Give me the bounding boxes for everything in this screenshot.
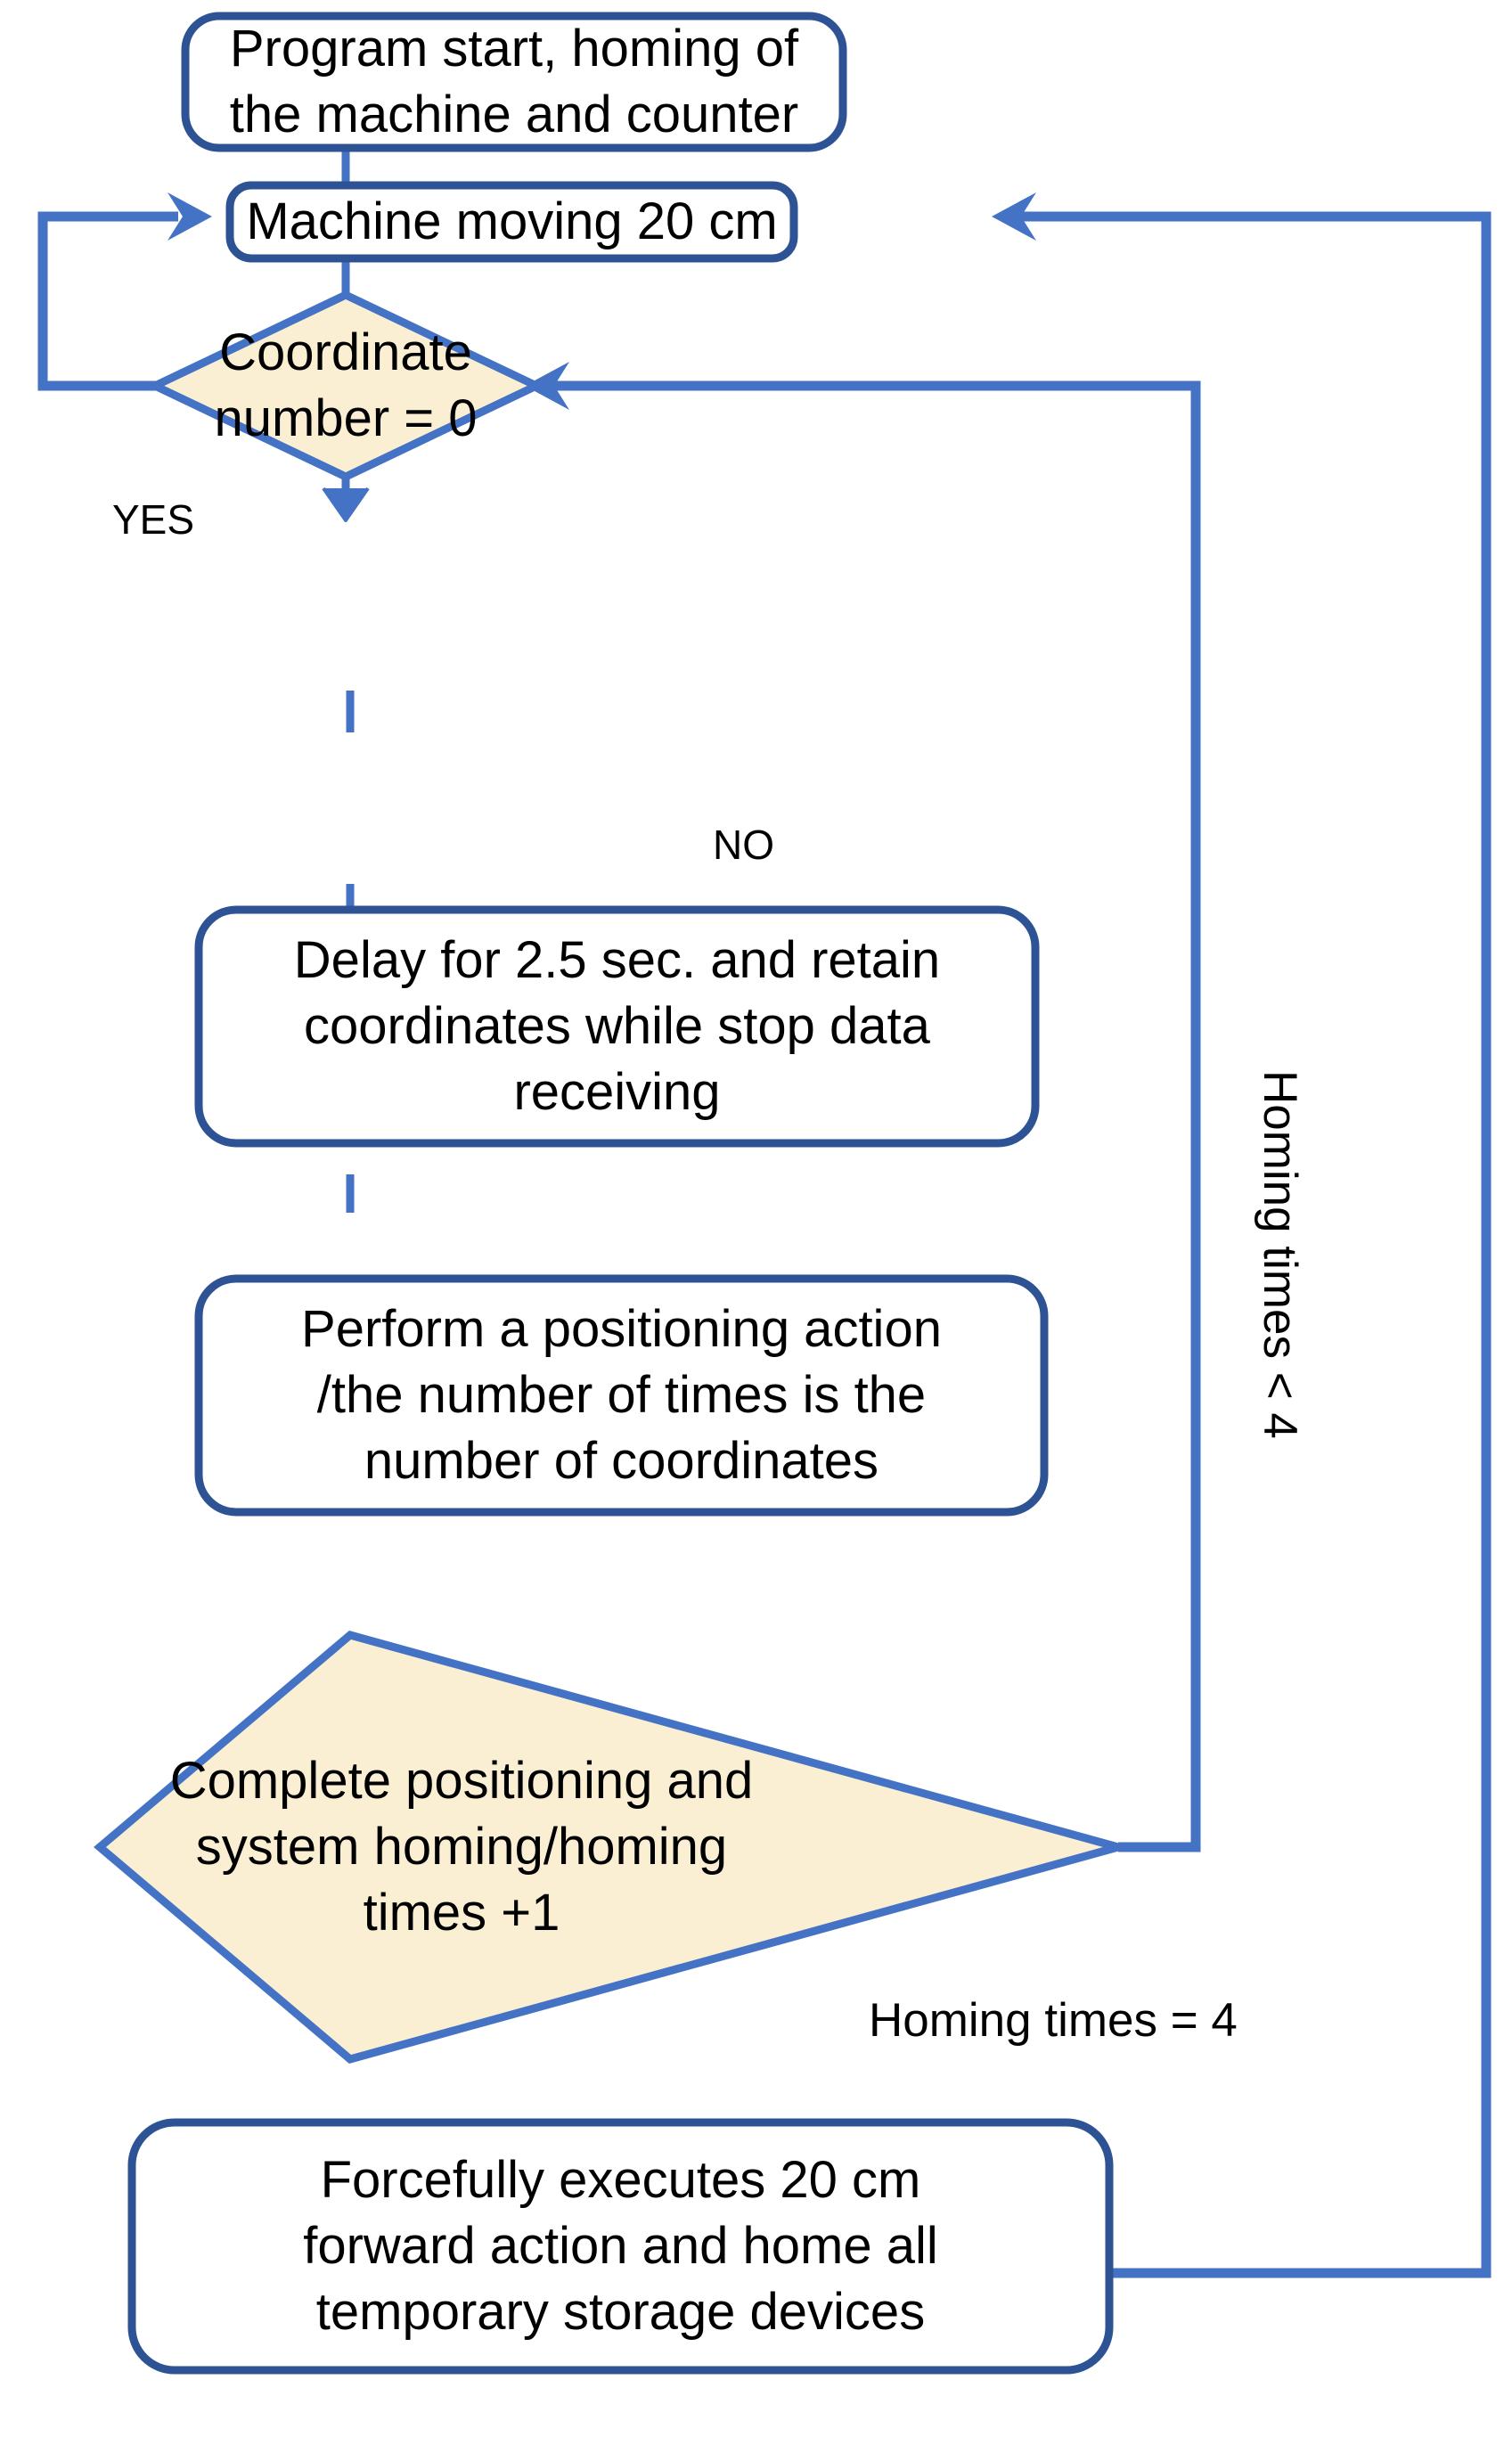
edge-coordinate-yes-loop [37, 192, 212, 391]
edge-homing-less-than-four-loop [525, 362, 1201, 1852]
edge-label-no: NO [713, 822, 774, 868]
edge-label-yes: YES [112, 496, 195, 543]
node-position-shape [194, 1274, 1049, 1517]
node-move-shape [225, 181, 798, 263]
edge-label-homing-equals-four: Homing times = 4 [869, 1994, 1238, 2047]
node-complete-shape [94, 1631, 1133, 2064]
edge-label-homing-less-than-four: Homing times < 4 [1254, 1070, 1306, 1439]
node-start-shape [181, 12, 847, 152]
edge-forceful-to-move-loop [992, 192, 1492, 2278]
node-coordinate-check-shape [145, 290, 546, 481]
node-delay-shape [194, 905, 1040, 1148]
node-forceful-shape [127, 2118, 1114, 2375]
